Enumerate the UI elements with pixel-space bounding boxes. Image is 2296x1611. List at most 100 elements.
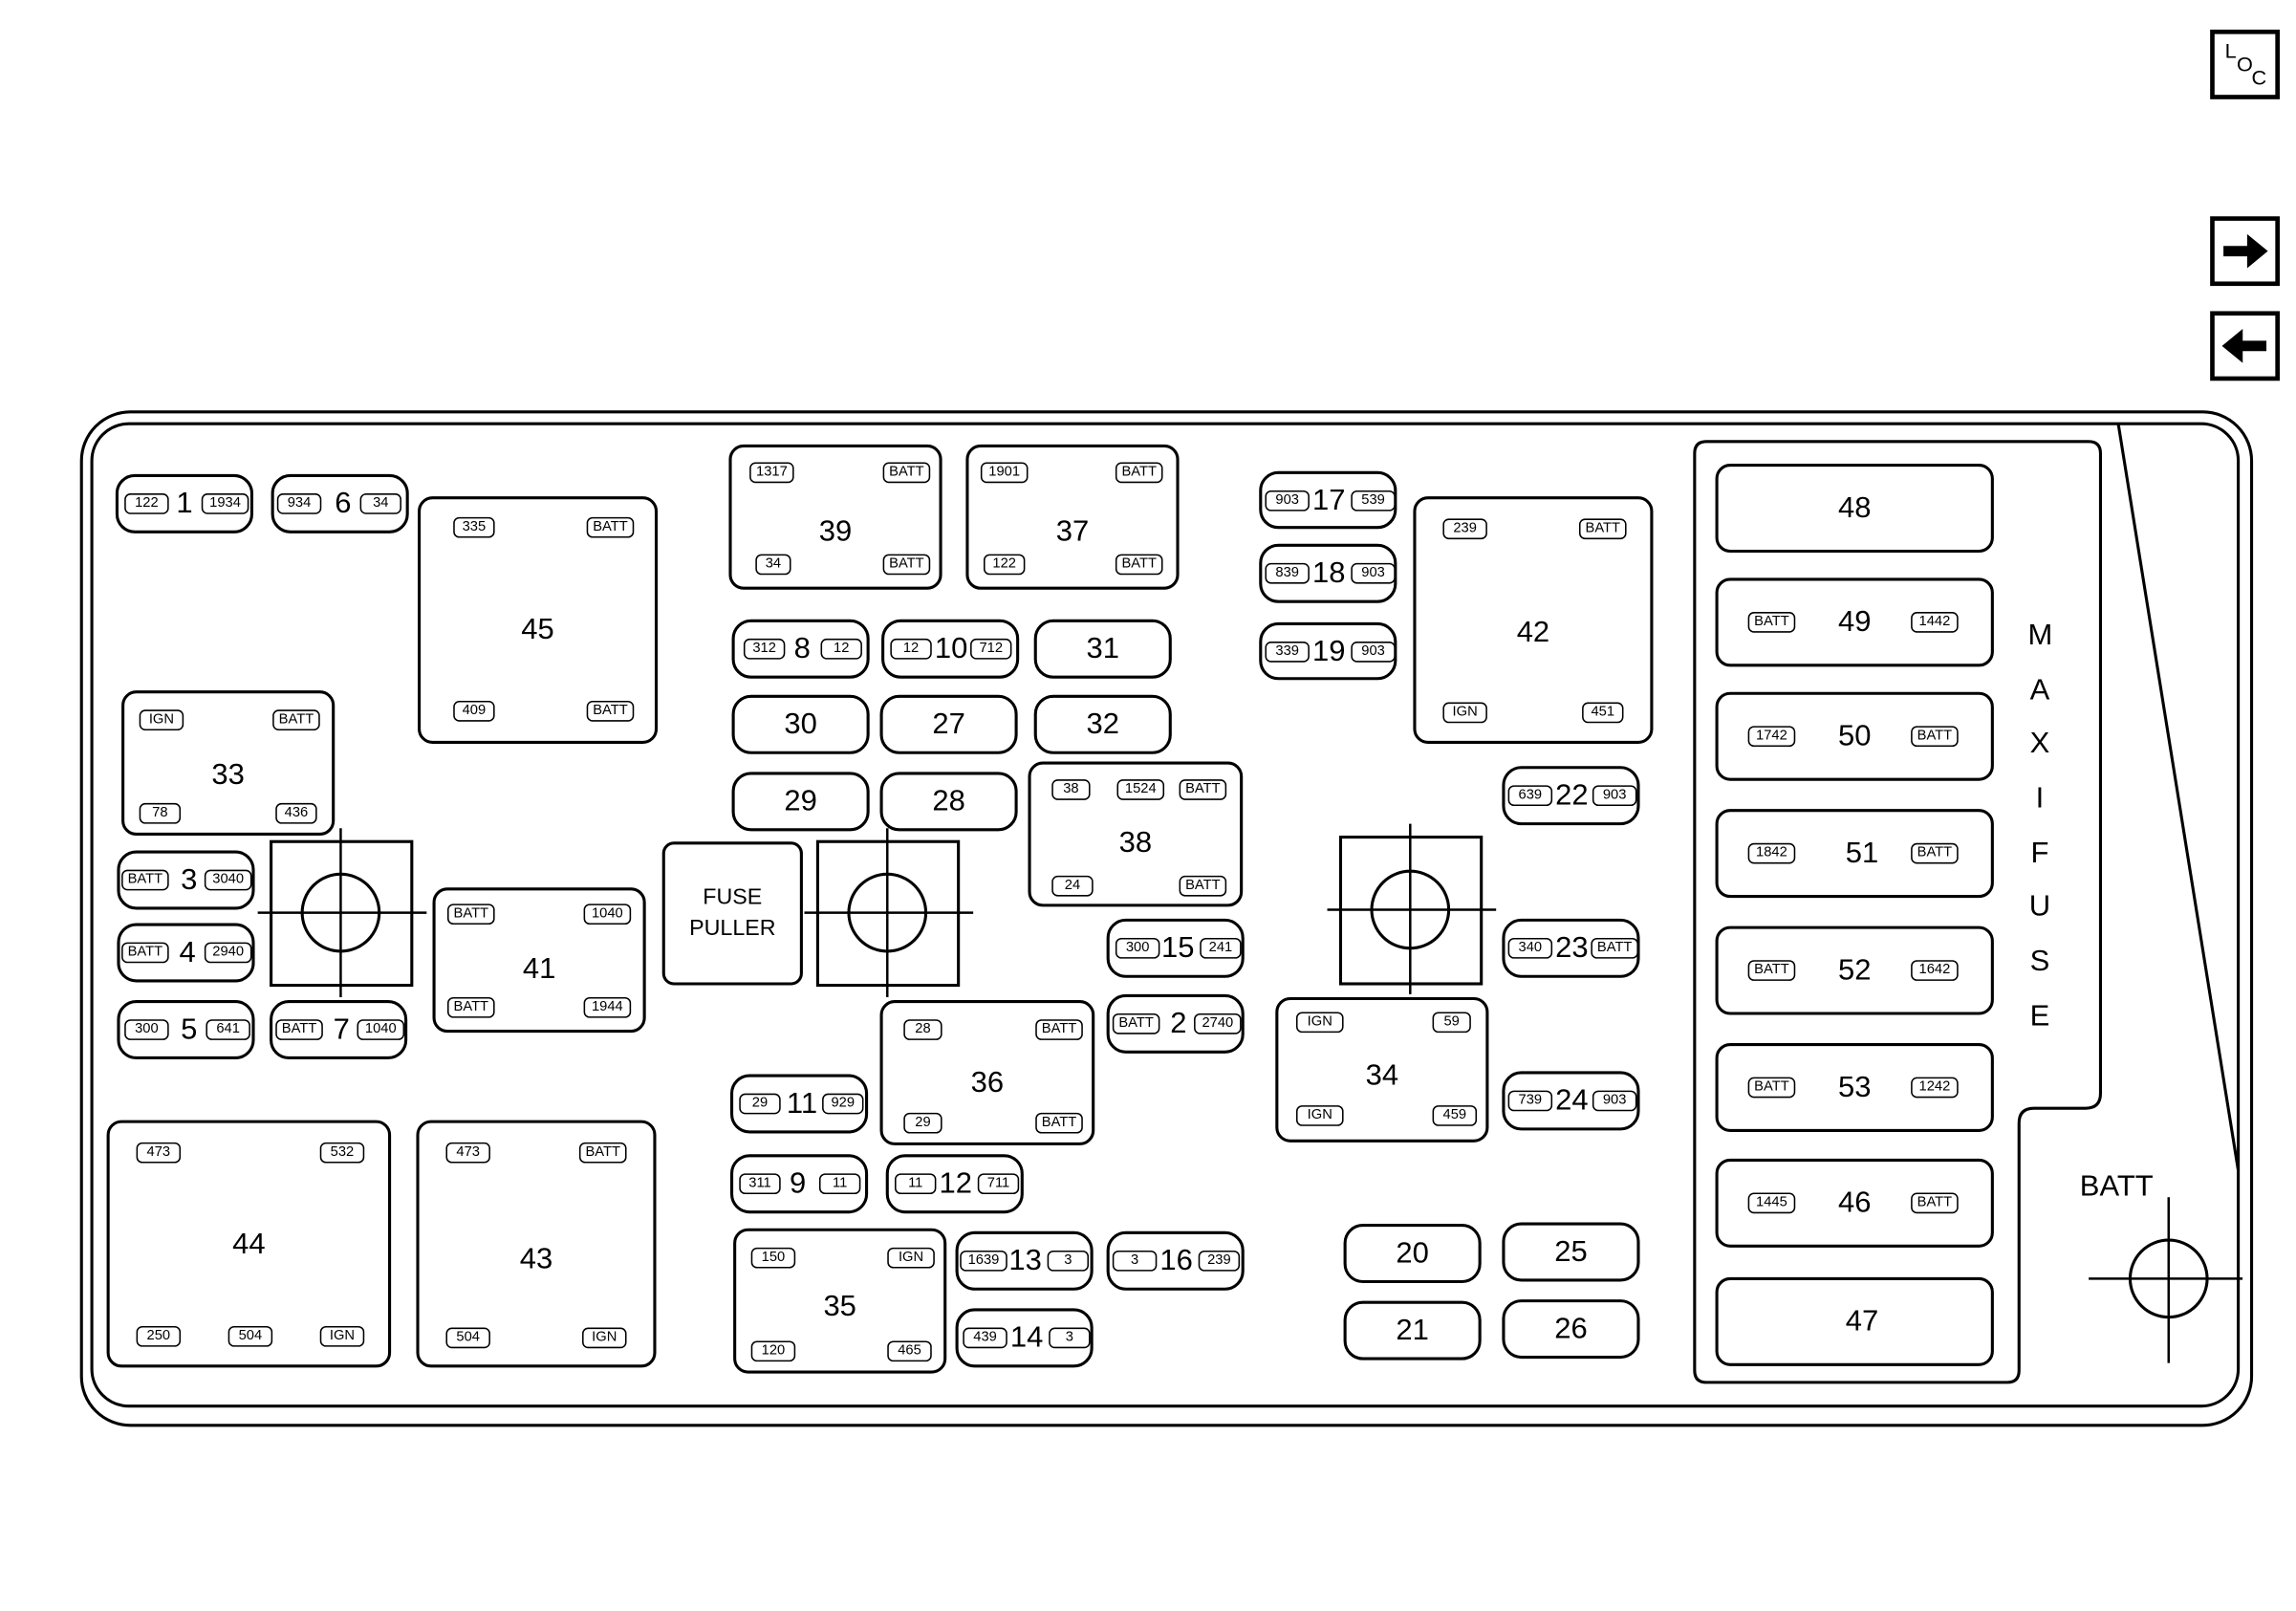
relay-pin: 532 [319, 1142, 365, 1164]
batt-terminal-icon[interactable] [2089, 1197, 2243, 1363]
relay-pin: 24 [1051, 875, 1094, 897]
fuse-pin-right: 3 [1047, 1250, 1090, 1272]
relay-pin: 473 [445, 1142, 490, 1164]
relay-number: 44 [232, 1228, 266, 1261]
fuse-16[interactable]: 3 16 239 [1106, 1230, 1245, 1291]
relay-pin: 335 [453, 516, 495, 538]
relay-37[interactable]: 1901 BATT 37 122 BATT [965, 444, 1180, 590]
fuse-number: 24 [1555, 1084, 1589, 1118]
fuse-block-inner-outline [90, 422, 2241, 1408]
fuse-27[interactable]: 27 [879, 694, 1018, 754]
fuse-25[interactable]: 25 [1502, 1222, 1640, 1282]
fuse-23[interactable]: 340 23 BATT [1502, 918, 1640, 978]
relay-pin: 451 [1582, 702, 1624, 724]
relay-41[interactable]: BATT 1040 41 BATT 1944 [432, 887, 646, 1034]
maxi-fuse-52[interactable]: BATT 52 1642 [1715, 925, 1994, 1015]
relay-pin: IGN [1295, 1105, 1344, 1126]
fuse-pin-right: 12 [820, 638, 862, 660]
relay-36[interactable]: 28 BATT 36 29 BATT [879, 1000, 1095, 1145]
fuse-10[interactable]: 12 10 712 [881, 619, 1020, 679]
fuse-number: 19 [1312, 635, 1346, 668]
fuse-14[interactable]: 439 14 3 [955, 1308, 1094, 1368]
maxi-fuse-letter: U [2028, 890, 2051, 924]
relay-44[interactable]: 473 532 44 250 504 IGN [106, 1120, 392, 1368]
relay-pin: IGN [582, 1327, 627, 1349]
fuse-30[interactable]: 30 [731, 694, 870, 754]
fuse-18[interactable]: 839 18 903 [1259, 543, 1397, 603]
fuse-17[interactable]: 903 17 539 [1259, 470, 1397, 530]
relay-34[interactable]: IGN 59 34 IGN 459 [1275, 996, 1489, 1143]
fuse-24[interactable]: 739 24 903 [1502, 1071, 1640, 1131]
fuse-pin-left: 739 [1507, 1090, 1553, 1112]
fuse-29[interactable]: 29 [731, 772, 870, 832]
relay-number: 42 [1516, 616, 1550, 649]
fuse-number: 30 [784, 708, 817, 741]
relay-pin: IGN [139, 709, 184, 731]
fuse-number: 9 [789, 1167, 807, 1201]
relay-pin: BATT [1578, 518, 1627, 540]
fuse-32[interactable]: 32 [1033, 694, 1172, 754]
relay-33[interactable]: IGN BATT 33 78 436 [121, 690, 336, 837]
fuse-pin-left: 11 [895, 1173, 937, 1195]
maxi-fuse-53[interactable]: BATT 53 1242 [1715, 1042, 1994, 1132]
fuse-12[interactable]: 11 12 711 [885, 1154, 1024, 1214]
relay-35[interactable]: 150 IGN 35 120 465 [733, 1228, 947, 1374]
fuse-13[interactable]: 1639 13 3 [955, 1230, 1094, 1291]
relay-45[interactable]: 335 BATT 45 409 BATT [418, 496, 659, 744]
fuse-pin-right: 903 [1351, 562, 1396, 584]
fuse-pin-left: 639 [1507, 785, 1553, 807]
fuse-20[interactable]: 20 [1343, 1224, 1482, 1284]
fuse-1[interactable]: 122 1 1934 [115, 473, 253, 533]
fuse-pin-left: BATT [275, 1019, 323, 1040]
relay-pin: BATT [586, 516, 635, 538]
fuse-number: 14 [1009, 1321, 1044, 1355]
relay-39[interactable]: 1317 BATT 39 34 BATT [728, 444, 942, 590]
fuse-9[interactable]: 311 9 11 [730, 1154, 869, 1214]
fuse-2[interactable]: BATT 2 2740 [1106, 993, 1245, 1054]
fuse-pin-right: BATT [1911, 726, 1959, 748]
fuse-15[interactable]: 300 15 241 [1106, 918, 1245, 978]
relay-42[interactable]: 239 BATT 42 IGN 451 [1413, 496, 1654, 744]
location-button[interactable]: L O C [2210, 29, 2280, 99]
fuse-3[interactable]: BATT 3 3040 [117, 850, 255, 910]
fuse-pin-right: 712 [970, 638, 1012, 660]
maxi-fuse-49[interactable]: BATT 49 1442 [1715, 577, 1994, 667]
prev-page-button[interactable] [2210, 311, 2280, 381]
maxi-fuse-letter: F [2030, 837, 2049, 870]
relay-43[interactable]: 473 BATT 43 504 IGN [416, 1120, 657, 1368]
relay-pin: BATT [1115, 554, 1163, 576]
fuse-number: 8 [793, 632, 811, 665]
fuse-19[interactable]: 339 19 903 [1259, 621, 1397, 681]
fuse-block-outline [79, 410, 2254, 1427]
fuse-31[interactable]: 31 [1033, 619, 1172, 679]
fuse-22[interactable]: 639 22 903 [1502, 766, 1640, 826]
maxi-fuse-50[interactable]: 1742 50 BATT [1715, 691, 1994, 781]
fuse-number: 1 [176, 487, 193, 520]
fuse-pin-left: 1639 [960, 1250, 1007, 1272]
fuse-8[interactable]: 312 8 12 [731, 619, 870, 679]
fuse-26[interactable]: 26 [1502, 1299, 1640, 1360]
fuse-4[interactable]: BATT 4 2940 [117, 923, 255, 983]
fuse-pin-left: BATT [1747, 1077, 1796, 1099]
relay-pin: 1944 [583, 996, 632, 1018]
fuse-pin-left: 839 [1265, 562, 1310, 584]
fuse-6[interactable]: 934 6 34 [271, 473, 409, 533]
fuse-pin-right: 903 [1351, 641, 1396, 662]
relay-pin: 122 [984, 554, 1026, 576]
maxi-fuse-46[interactable]: 1445 46 BATT [1715, 1158, 1994, 1248]
fuse-5[interactable]: 300 5 641 [117, 1000, 255, 1060]
next-page-button[interactable] [2210, 216, 2280, 287]
maxi-fuse-51[interactable]: 1842 51 BATT [1715, 809, 1994, 899]
fuse-11[interactable]: 29 11 929 [730, 1074, 869, 1134]
fuse-7[interactable]: BATT 7 1040 [270, 1000, 408, 1060]
fuse-28[interactable]: 28 [879, 772, 1018, 832]
relay-pin: 150 [750, 1247, 796, 1269]
fuse-puller[interactable]: FUSE PULLER [661, 841, 803, 986]
fuse-21[interactable]: 21 [1343, 1300, 1482, 1361]
maxi-fuse-48[interactable]: 48 [1715, 464, 1994, 554]
relay-38[interactable]: 38 1524 BATT 38 24 BATT [1028, 761, 1244, 907]
mounting-bolt-icon [1327, 823, 1497, 994]
fuse-pin-right: 1934 [201, 493, 249, 514]
maxi-fuse-47[interactable]: 47 [1715, 1276, 1994, 1366]
relay-pin: 78 [139, 802, 182, 824]
